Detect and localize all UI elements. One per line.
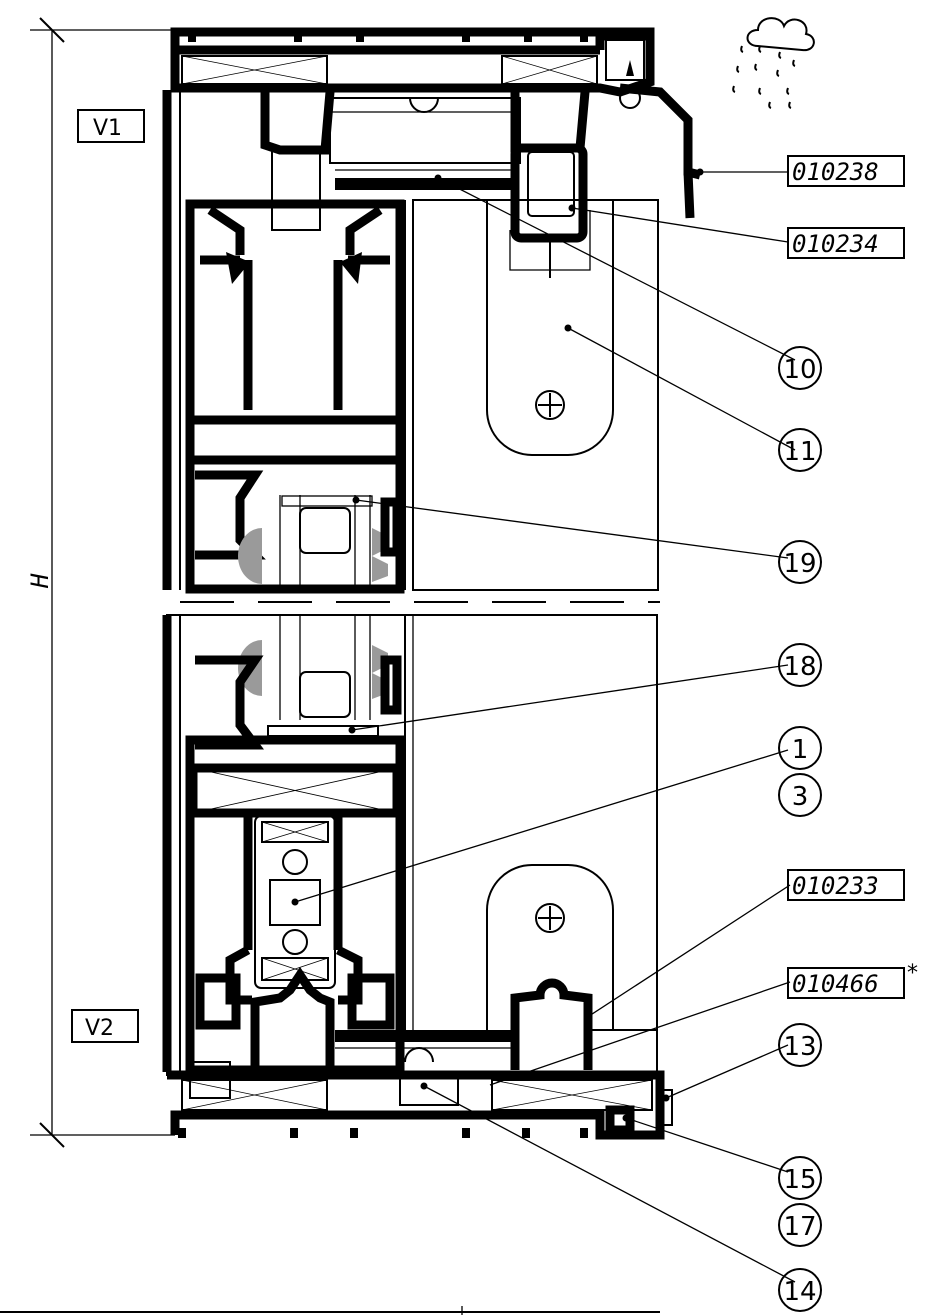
glazing-unit-upper: [195, 470, 402, 590]
code-010238-text: 010238: [792, 158, 879, 186]
upper-infill-panel: [412, 199, 659, 591]
upper-sash: [185, 199, 414, 594]
dimension-label: H: [26, 573, 54, 589]
callout-19: 19: [778, 540, 822, 584]
callout-18-text: 18: [783, 652, 816, 682]
profile-code-010233: 010233: [787, 869, 905, 901]
callout-14: 14: [778, 1268, 822, 1312]
left-frame: [162, 90, 181, 1072]
top-head-section: [260, 91, 591, 278]
callout-18: 18: [778, 643, 822, 687]
callout-15: 15: [778, 1156, 822, 1200]
profile-code-010466: 010466 *: [787, 961, 918, 999]
code-010466-mark: *: [907, 961, 918, 986]
zone-v1-text: V1: [93, 116, 122, 141]
page-bottom-rule: [0, 1306, 660, 1315]
callout-11-text: 11: [783, 437, 816, 467]
rain-cloud-icon: [732, 17, 815, 109]
callout-3: 3: [778, 773, 822, 817]
lower-sash: [185, 615, 414, 1075]
zone-label-v2: V2: [71, 1009, 139, 1043]
callout-1-text: 1: [792, 735, 809, 765]
leader-lines: [291, 168, 796, 1283]
code-010233-text: 010233: [792, 872, 879, 900]
brush-seal-top: [335, 178, 513, 190]
callout-17: 17: [778, 1203, 822, 1247]
screw-head-icon: [535, 390, 565, 420]
callout-14-text: 14: [783, 1277, 816, 1307]
callout-10-text: 10: [783, 355, 816, 385]
callout-10: 10: [778, 346, 822, 390]
profile-code-010238: 010238: [787, 155, 905, 187]
profile-code-010234: 010234: [787, 227, 905, 259]
callout-13-text: 13: [783, 1032, 816, 1062]
callout-11: 11: [778, 428, 822, 472]
callout-13: 13: [778, 1023, 822, 1067]
top-frame-profile: [170, 27, 702, 219]
bottom-frame-profile: [167, 966, 673, 1140]
code-010466-text: 010466: [792, 970, 879, 998]
callout-15-text: 15: [783, 1165, 816, 1195]
zone-v2-text: V2: [85, 1016, 114, 1041]
callout-17-text: 17: [783, 1212, 816, 1242]
callout-3-text: 3: [792, 782, 809, 812]
screw-head-icon-lower: [535, 903, 565, 933]
callout-1: 1: [778, 726, 822, 770]
callout-19-text: 19: [783, 549, 816, 579]
zone-label-v1: V1: [77, 109, 145, 143]
code-010234-text: 010234: [792, 230, 879, 258]
lower-infill-panel: [486, 864, 658, 1070]
dimension-line-h: H: [26, 17, 175, 1148]
